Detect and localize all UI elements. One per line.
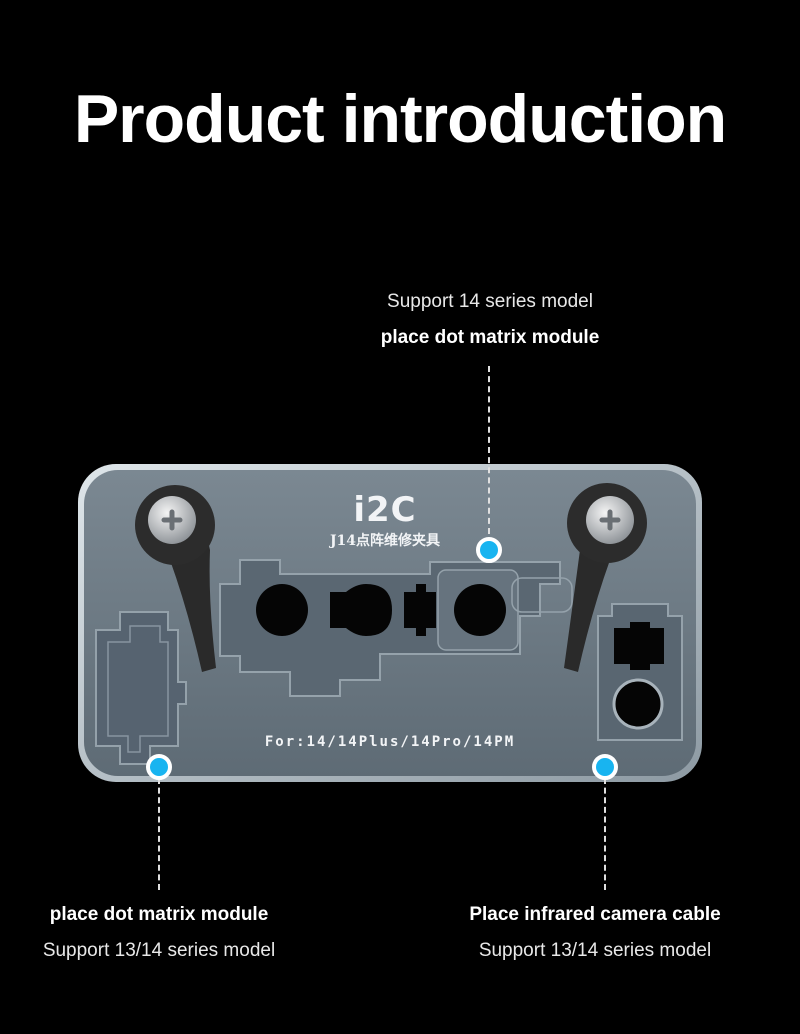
fixture-model-label: J14点阵维修夹具	[329, 533, 441, 549]
callout-top-subtitle: Support 14 series model	[387, 291, 593, 312]
marker-dot-left	[146, 754, 172, 780]
fixture-compat-label: For:14/14Plus/14Pro/14PM	[264, 734, 516, 750]
callout-top-heading: place dot matrix module	[380, 327, 600, 348]
callout-top: Support 14 series model place dot matrix…	[290, 291, 690, 349]
marker-dot-right	[592, 754, 618, 780]
callout-right: Place infrared camera cable Support 13/1…	[445, 904, 745, 962]
page-title: Product introduction	[73, 81, 727, 157]
fixture-brand-logo: i2C	[353, 490, 417, 530]
callout-right-subtitle: Support 13/14 series model	[478, 940, 712, 961]
marker-dot-top	[476, 537, 502, 563]
callout-left-heading: place dot matrix module	[49, 904, 269, 925]
callout-right-heading: Place infrared camera cable	[469, 904, 721, 925]
leader-line-left	[158, 778, 160, 890]
callout-left: place dot matrix module Support 13/14 se…	[0, 904, 318, 962]
leader-line-top	[488, 366, 490, 534]
leader-line-right	[604, 778, 606, 890]
callout-left-subtitle: Support 13/14 series model	[42, 940, 276, 961]
